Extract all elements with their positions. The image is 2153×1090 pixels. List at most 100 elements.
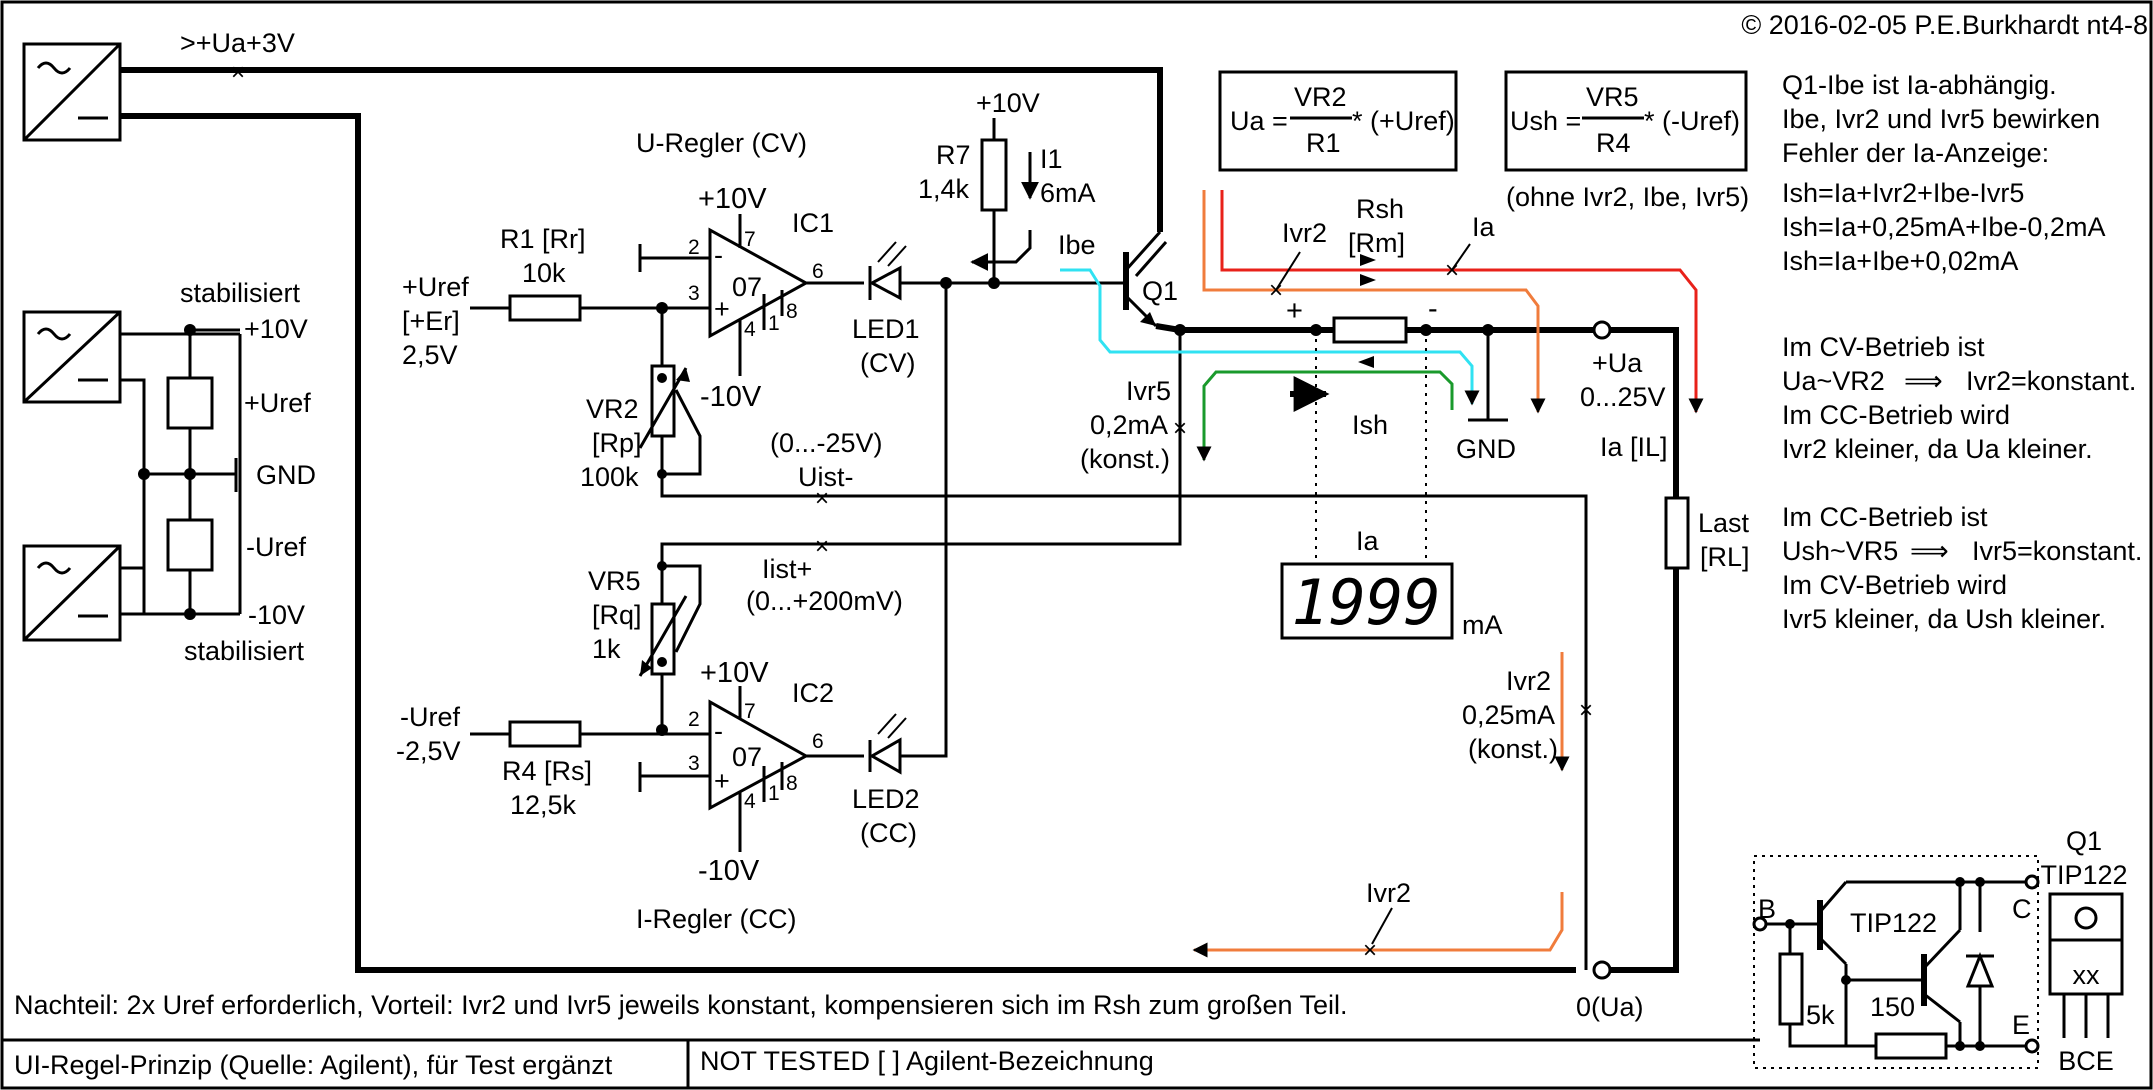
formula-cc-rhs: * (-Uref) bbox=[1644, 106, 1740, 136]
meter-display: 1999 bbox=[1291, 566, 1440, 639]
supply-plus-uref-label: +Uref bbox=[244, 388, 311, 418]
r4-resistor bbox=[508, 720, 582, 748]
ic1-plus: + bbox=[714, 294, 730, 324]
led1-diode bbox=[846, 241, 946, 301]
cc-input-uref: -Uref bbox=[400, 702, 460, 732]
cross-marker: × bbox=[1269, 277, 1283, 304]
ibe-current-path bbox=[1060, 268, 1480, 406]
package-name: Q1 bbox=[2066, 826, 2102, 856]
r4-value: 12,5k bbox=[510, 790, 577, 820]
formula-cv-num: VR2 bbox=[1294, 82, 1347, 112]
supply-converter-top bbox=[22, 310, 122, 404]
formula-cc-box bbox=[1504, 70, 1748, 172]
iist-label: Iist+ bbox=[762, 554, 812, 584]
output-zero-label: 0(Ua) bbox=[1576, 992, 1644, 1022]
panel-meter bbox=[1280, 562, 1454, 640]
ivr2-current-path bbox=[1202, 190, 1546, 414]
gnd-right-label: GND bbox=[1456, 434, 1516, 464]
ic1-opamp bbox=[638, 214, 846, 376]
footer-status: NOT TESTED [ ] Agilent-Bezeichnung bbox=[700, 1046, 1154, 1076]
note-line-6: Ish=Ia+Ibe+0,02mA bbox=[1782, 246, 2018, 276]
cc-note-line-4: Ivr5 kleiner, da Ush kleiner. bbox=[1782, 604, 2106, 634]
iist-wire bbox=[660, 330, 1182, 566]
vr5-value: 1k bbox=[592, 634, 621, 664]
ic2-pin7: 7 bbox=[744, 700, 756, 723]
r7-value: 1,4k bbox=[918, 174, 970, 204]
formula-cc-num: VR5 bbox=[1586, 82, 1639, 112]
r7-resistor bbox=[980, 138, 1008, 212]
cross-marker: × bbox=[1579, 697, 1593, 724]
supply-voltage-label: >+Ua+3V bbox=[180, 28, 295, 58]
ic1-pin2: 2 bbox=[688, 236, 700, 259]
vr5-alias: [Rq] bbox=[592, 600, 642, 630]
load-top-wire bbox=[1610, 327, 1679, 498]
led1-name: LED1 bbox=[852, 314, 920, 344]
ic1-pin8: 8 bbox=[786, 300, 798, 323]
note-line-2: Ibe, Ivr2 und Ivr5 bewirken bbox=[1782, 104, 2100, 134]
cv-note-line-1: Im CV-Betrieb ist bbox=[1782, 332, 1985, 362]
cv-note-line-4: Ivr2 kleiner, da Ua kleiner. bbox=[1782, 434, 2093, 464]
r1-name: R1 [Rr] bbox=[500, 224, 586, 254]
cc-note-line-1: Im CC-Betrieb ist bbox=[1782, 502, 1988, 532]
formula-cv-den: R1 bbox=[1306, 128, 1341, 158]
ic2-opamp bbox=[638, 686, 846, 852]
rsh-name: Rsh bbox=[1356, 194, 1404, 224]
ia-il-label: Ia [IL] bbox=[1600, 432, 1668, 462]
ic1-pin3: 3 bbox=[688, 282, 700, 305]
ic1-minus: - bbox=[714, 240, 723, 270]
ivr2-top-label: Ivr2 bbox=[1282, 218, 1327, 248]
darlington-title: TIP122 bbox=[1850, 908, 1937, 938]
cv-regulator-title: U-Regler (CV) bbox=[636, 128, 807, 158]
led2-name: LED2 bbox=[852, 784, 920, 814]
ivr2-return-path bbox=[1192, 892, 1564, 958]
supply-stabilized-bottom: stabilisiert bbox=[184, 636, 305, 666]
arrow-implies: ⟹ bbox=[1910, 536, 1949, 566]
q1-ibe-label: Ibe bbox=[1058, 230, 1096, 260]
ic1-pin4: 4 bbox=[744, 318, 756, 341]
ivr5-note: (konst.) bbox=[1080, 444, 1170, 474]
ivr5-value: 0,2mA bbox=[1090, 410, 1168, 440]
note-line-1: Q1-Ibe ist Ia-abhängig. bbox=[1782, 70, 2057, 100]
ic2-pin1: 1 bbox=[768, 782, 780, 805]
load-alias: [RL] bbox=[1700, 542, 1750, 572]
ia-current-path bbox=[1220, 190, 1704, 414]
uist-label: Uist- bbox=[798, 462, 854, 492]
supply-minus-uref-label: -Uref bbox=[246, 532, 306, 562]
output-plus-label: +Ua bbox=[1592, 348, 1643, 378]
ic2-type: 07 bbox=[732, 742, 762, 772]
r1-resistor bbox=[508, 294, 582, 322]
r1-value: 10k bbox=[522, 258, 566, 288]
supply-wiring bbox=[120, 324, 242, 620]
darlington-c: C bbox=[2012, 894, 2032, 924]
darlington-e: E bbox=[2012, 1010, 2030, 1040]
note-line-4: Ish=Ia+Ivr2+Ibe-Ivr5 bbox=[1782, 178, 2024, 208]
output-plus-terminal bbox=[1592, 320, 1612, 340]
ivr2-right-value: 0,25mA bbox=[1462, 700, 1555, 730]
supply-minus10-label: -10V bbox=[248, 600, 305, 630]
darlington-b: B bbox=[1758, 894, 1776, 924]
ic2-plus: + bbox=[714, 766, 730, 796]
cc-note-line-3: Im CV-Betrieb wird bbox=[1782, 570, 2007, 600]
load-bottom-wire bbox=[1610, 568, 1679, 973]
load-resistor bbox=[1664, 496, 1690, 570]
cross-marker: × bbox=[231, 59, 245, 86]
rsh-minus: - bbox=[1428, 293, 1438, 325]
i1-value: 6mA bbox=[1040, 178, 1096, 208]
formula-cc-note: (ohne Ivr2, Ibe, Ivr5) bbox=[1506, 182, 1749, 212]
rsh-shunt bbox=[1332, 316, 1408, 344]
ic1-pin1: 1 bbox=[768, 312, 780, 335]
cc-regulator-title: I-Regler (CC) bbox=[636, 904, 797, 934]
ivr2-right-note: (konst.) bbox=[1468, 734, 1558, 764]
ivr2-bottom-label: Ivr2 bbox=[1366, 878, 1411, 908]
led-common-wire bbox=[900, 283, 948, 758]
r7-name: R7 bbox=[936, 140, 971, 170]
cv-input-uref: +Uref bbox=[402, 272, 469, 302]
ic1-type: 07 bbox=[732, 272, 762, 302]
copyright-text: © 2016-02-05 P.E.Burkhardt nt4-8 bbox=[1741, 10, 2148, 40]
meter-ia-label: Ia bbox=[1356, 526, 1380, 556]
cv-note-line-3: Im CC-Betrieb wird bbox=[1782, 400, 2010, 430]
supply-plus10-label: +10V bbox=[244, 314, 308, 344]
vr2-value: 100k bbox=[580, 462, 639, 492]
rsh-plus: + bbox=[1286, 295, 1303, 327]
